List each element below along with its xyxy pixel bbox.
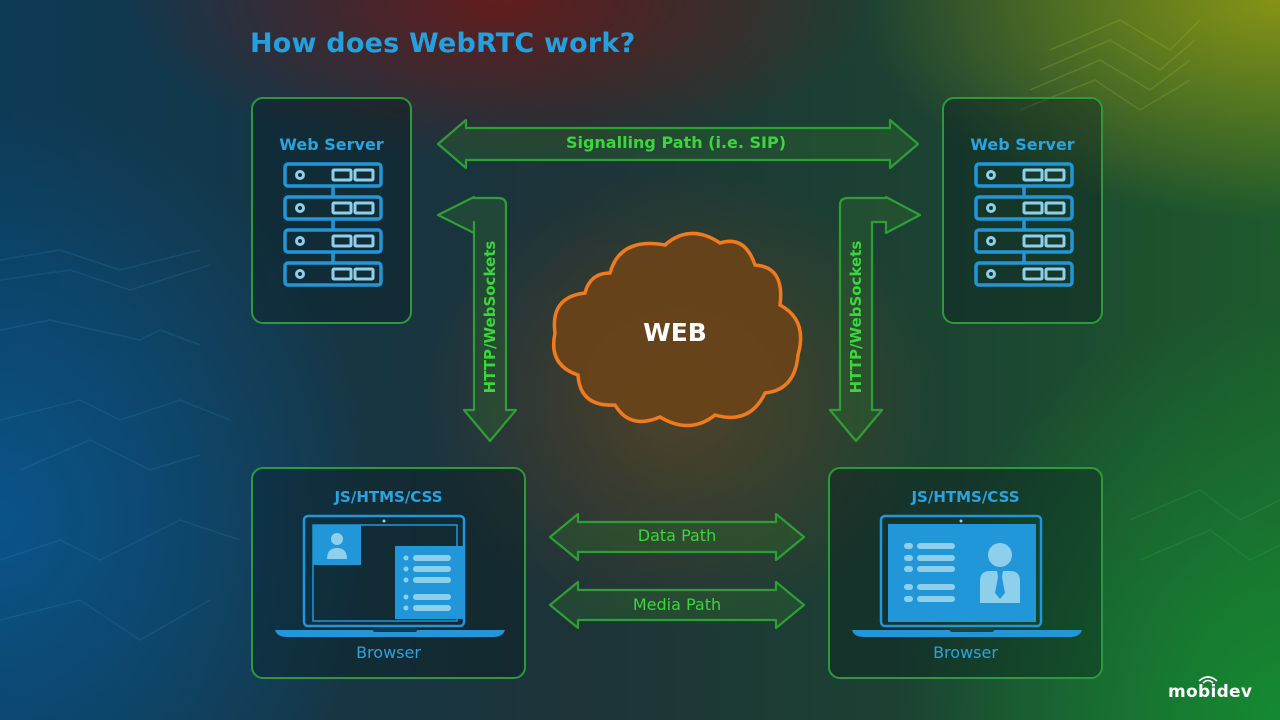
browser-right-bottom-label: Browser: [933, 643, 998, 662]
http-right-label: HTTP/WebSockets: [847, 240, 865, 394]
http-left-arrow: [436, 195, 518, 443]
cloud-icon: [552, 231, 803, 428]
browser-right-box: JS/HTMS/CSS Browser: [828, 467, 1103, 679]
mobidev-logo: mobidev: [1168, 682, 1253, 702]
laptop-icon: [852, 514, 1082, 637]
page-title: How does WebRTC work?: [250, 28, 636, 59]
wifi-signal-icon: [1198, 676, 1218, 684]
cloud-label: WEB: [643, 318, 707, 347]
signalling-path-label: Signalling Path (i.e. SIP): [565, 133, 787, 152]
http-left-label: HTTP/WebSockets: [481, 240, 499, 394]
laptop-icon: [275, 514, 505, 637]
signalling-path-arrow: [436, 118, 920, 170]
browser-right-top-label: JS/HTMS/CSS: [911, 488, 1020, 506]
media-path-arrow: [548, 580, 806, 630]
media-path-label: Media Path: [632, 595, 722, 614]
web-server-right-box: Web Server: [942, 97, 1103, 324]
web-server-left-box: Web Server: [251, 97, 412, 324]
data-path-label: Data Path: [637, 526, 717, 545]
data-path-arrow: [548, 512, 806, 562]
web-server-right-label: Web Server: [970, 135, 1075, 154]
browser-left-top-label: JS/HTMS/CSS: [334, 488, 443, 506]
browser-left-box: JS/HTMS/CSS Browser: [251, 467, 526, 679]
server-rack-icon: [974, 162, 1074, 287]
web-server-left-label: Web Server: [279, 135, 384, 154]
server-rack-icon: [283, 162, 383, 287]
http-right-arrow: [828, 195, 922, 443]
browser-left-bottom-label: Browser: [356, 643, 421, 662]
